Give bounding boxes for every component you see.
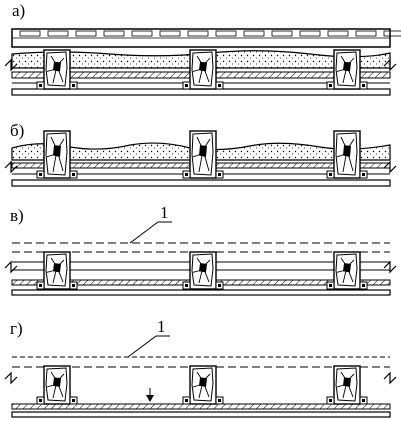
panel-d-removed-layer (12, 356, 390, 368)
panel-c-brick-support-2 (182, 251, 224, 290)
panel-c-callout: 1 (129, 203, 172, 244)
panel-c-removed-layer (12, 242, 390, 253)
panel-c-label: в) (10, 206, 24, 225)
panel-a-brick-support-3 (326, 49, 368, 90)
panel-a: а) (4, 1, 401, 96)
panel-d-brick-support-2 (182, 365, 224, 405)
panel-b-brick-support-1 (36, 130, 78, 179)
panel-d-callout-number: 1 (157, 317, 166, 336)
panel-a-brick-support-2 (182, 49, 224, 90)
panel-a-brick-support-1 (36, 49, 78, 90)
panel-a-break-left (4, 58, 18, 72)
panel-d-arrow (146, 388, 154, 402)
panel-a-break-right (383, 58, 397, 72)
panel-d-brick-support-1 (36, 365, 78, 405)
panel-c: в) 1 (4, 203, 397, 296)
panel-b-break-left (4, 160, 18, 174)
panel-d-brick-support-3 (326, 365, 368, 405)
panel-d-break-left (4, 371, 18, 385)
panel-c-callout-number: 1 (160, 203, 169, 222)
panel-d-callout: 1 (127, 317, 170, 358)
panel-c-brick-support-1 (36, 251, 78, 290)
panel-b-brick-support-3 (326, 130, 368, 179)
panel-d-break-right (383, 371, 397, 385)
panel-a-slab (11, 28, 401, 48)
panel-a-label: а) (12, 1, 25, 20)
panel-c-break-right (383, 260, 397, 274)
panel-c-brick-support-3 (326, 251, 368, 290)
panel-b: б) (4, 121, 397, 187)
panel-b-brick-support-2 (182, 130, 224, 179)
panel-d-label: г) (10, 319, 23, 338)
panel-d: г) 1 (4, 317, 397, 418)
panel-c-break-left (4, 260, 18, 274)
panel-b-label: б) (10, 121, 24, 140)
panel-d-boards (11, 403, 391, 418)
panel-b-break-right (383, 160, 397, 174)
